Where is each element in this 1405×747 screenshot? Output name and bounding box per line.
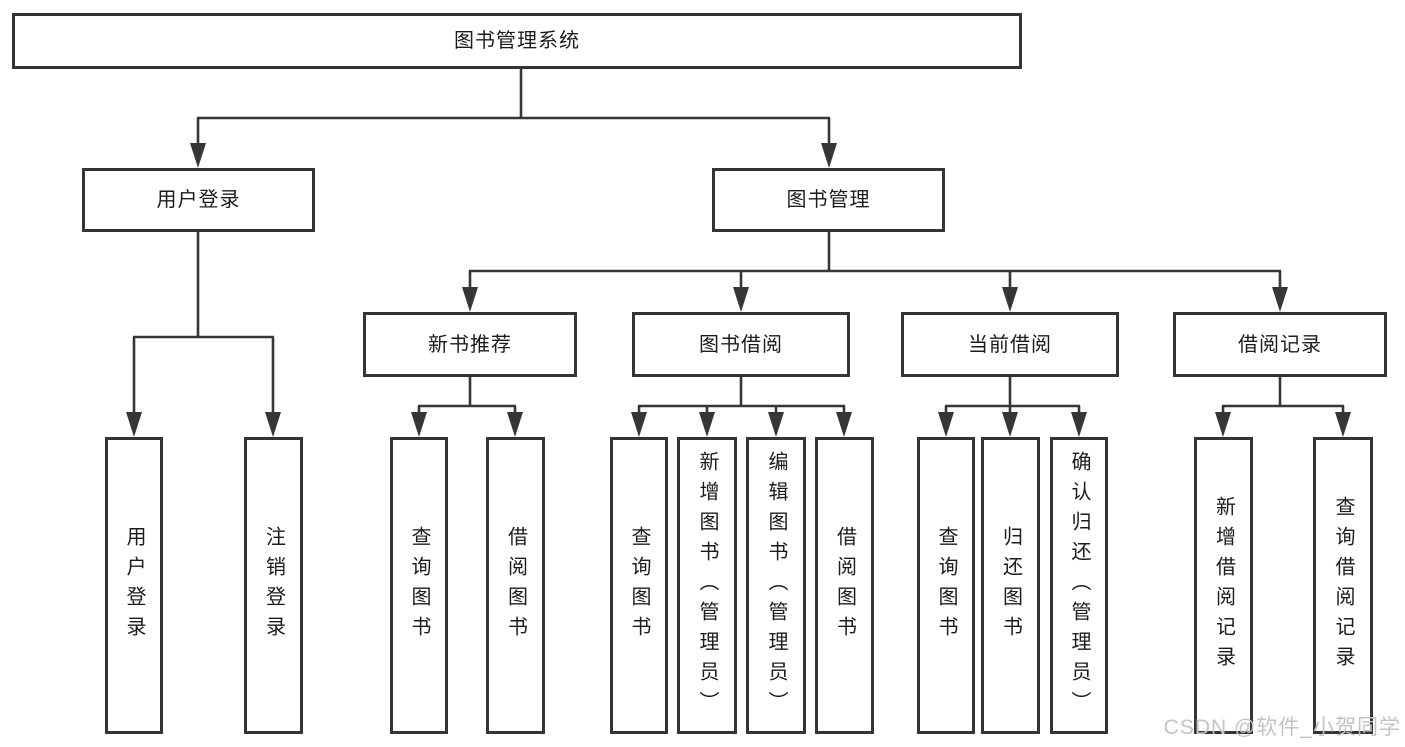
leaf-current-return-books: 归还图书 — [981, 437, 1040, 734]
node-current-borrowing: 当前借阅 — [901, 312, 1119, 377]
leaf-borrow-add-books-admin: 新增图书（管理员） — [677, 437, 737, 734]
csdn-watermark: CSDN @软件_小贺同学 — [1163, 716, 1401, 739]
node-borrowing-records: 借阅记录 — [1173, 312, 1387, 377]
node-book-borrowing: 图书借阅 — [632, 312, 850, 377]
leaf-records-add-record: 新增借阅记录 — [1194, 437, 1253, 734]
node-book-management: 图书管理 — [712, 168, 945, 232]
leaf-borrow-borrow-books: 借阅图书 — [815, 437, 874, 734]
leaf-borrow-edit-books-admin: 编辑图书（管理员） — [746, 437, 806, 734]
node-user-login: 用户登录 — [82, 168, 315, 232]
leaf-user-login: 用户登录 — [105, 437, 163, 734]
leaf-current-query-books: 查询图书 — [917, 437, 975, 734]
node-new-book-recommend: 新书推荐 — [363, 312, 577, 377]
leaf-borrow-query-books: 查询图书 — [610, 437, 668, 734]
leaf-logout: 注销登录 — [244, 437, 303, 734]
leaf-current-confirm-return-admin: 确认归还（管理员） — [1050, 437, 1108, 734]
leaf-recommend-query-books: 查询图书 — [390, 437, 448, 734]
node-root-system: 图书管理系统 — [12, 13, 1022, 69]
leaf-recommend-borrow-books: 借阅图书 — [486, 437, 545, 734]
leaf-records-query-record: 查询借阅记录 — [1313, 437, 1373, 734]
